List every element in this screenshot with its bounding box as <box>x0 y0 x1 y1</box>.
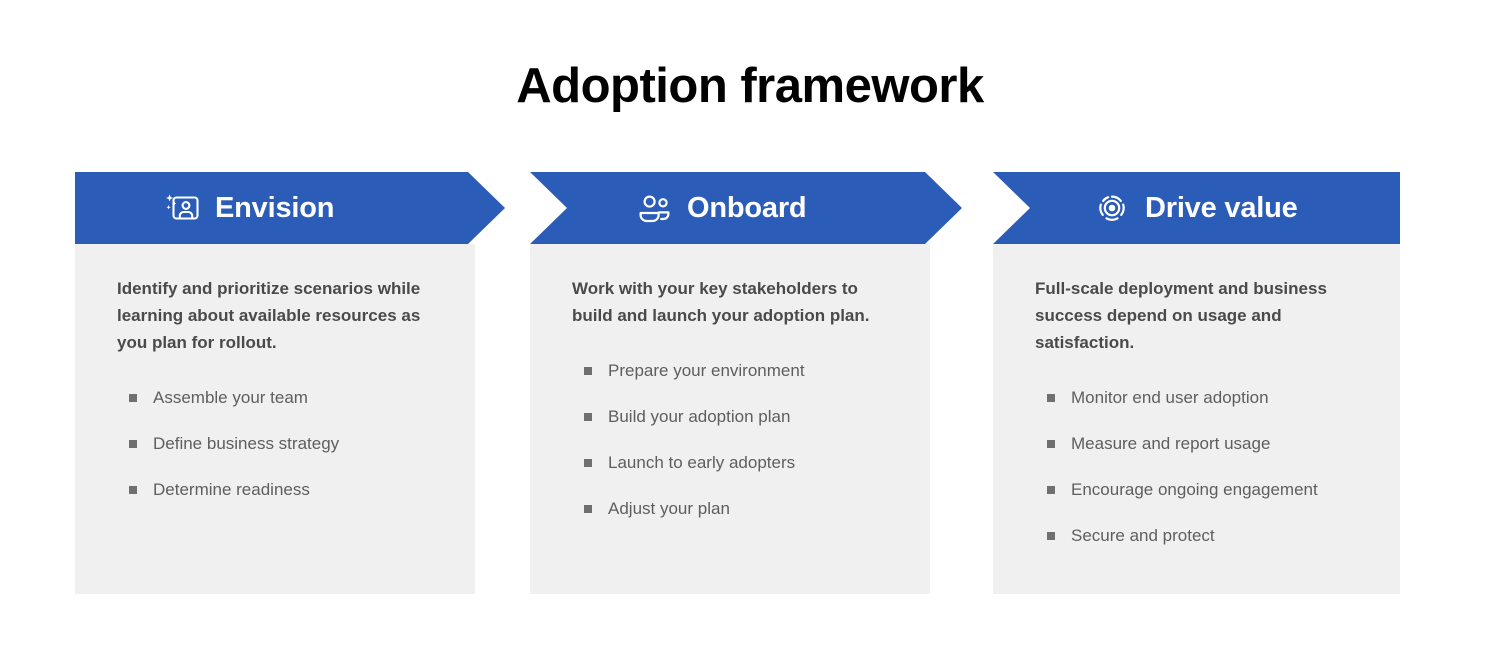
stage-envision-description: Identify and prioritize scenarios while … <box>117 279 421 352</box>
square-bullet-icon <box>1047 486 1055 495</box>
list-item-label: Assemble your team <box>153 387 308 407</box>
list-item: Launch to early adopters <box>572 452 900 473</box>
list-item: Define business strategy <box>117 433 445 454</box>
square-bullet-icon <box>1047 439 1055 448</box>
stage-drive-value-title: Drive value <box>1145 191 1298 224</box>
list-item: Build your adoption plan <box>572 406 900 427</box>
list-item-label: Monitor end user adoption <box>1071 387 1269 407</box>
stage-envision-panel: Identify and prioritize scenarios while … <box>75 244 475 594</box>
square-bullet-icon <box>1047 532 1055 541</box>
stage-drive-value: Drive value Full-scale deployment and bu… <box>993 172 1400 594</box>
stage-drive-value-description: Full-scale deployment and business succe… <box>1035 279 1327 352</box>
stage-drive-value-panel: Full-scale deployment and business succe… <box>993 244 1400 594</box>
drive-value-target-radar-icon <box>1093 189 1131 227</box>
stage-envision: Envision Identify and prioritize scenari… <box>75 172 505 594</box>
square-bullet-icon <box>129 486 137 495</box>
list-item: Assemble your team <box>117 387 445 408</box>
square-bullet-icon <box>584 505 592 514</box>
square-bullet-icon <box>584 366 592 375</box>
stage-envision-bullet-list: Assemble your team Define business strat… <box>117 387 445 501</box>
list-item: Encourage ongoing engagement <box>1035 479 1370 500</box>
stage-onboard: Onboard Work with your key stakeholders … <box>530 172 962 594</box>
square-bullet-icon <box>129 439 137 448</box>
square-bullet-icon <box>584 412 592 421</box>
list-item: Measure and report usage <box>1035 433 1370 454</box>
list-item-label: Determine readiness <box>153 480 310 500</box>
list-item-label: Adjust your plan <box>608 499 730 519</box>
stage-envision-title: Envision <box>215 191 335 224</box>
stage-onboard-title: Onboard <box>687 191 807 224</box>
stage-envision-banner: Envision <box>75 172 505 244</box>
list-item-label: Build your adoption plan <box>608 406 791 426</box>
square-bullet-icon <box>129 393 137 402</box>
stage-drive-value-bullet-list: Monitor end user adoption Measure and re… <box>1035 387 1370 547</box>
square-bullet-icon <box>1047 393 1055 402</box>
stage-onboard-bullet-list: Prepare your environment Build your adop… <box>572 360 900 520</box>
list-item: Secure and protect <box>1035 525 1370 546</box>
adoption-framework-diagram: Envision Identify and prioritize scenari… <box>75 172 1400 594</box>
list-item: Prepare your environment <box>572 360 900 381</box>
stage-onboard-description: Work with your key stakeholders to build… <box>572 279 870 325</box>
page-title: Adoption framework <box>516 59 984 113</box>
stage-onboard-panel: Work with your key stakeholders to build… <box>530 244 930 594</box>
list-item: Determine readiness <box>117 479 445 500</box>
stage-onboard-banner: Onboard <box>530 172 962 244</box>
list-item: Monitor end user adoption <box>1035 387 1370 408</box>
list-item-label: Encourage ongoing engagement <box>1071 480 1318 500</box>
list-item-label: Define business strategy <box>153 433 340 453</box>
list-item-label: Measure and report usage <box>1071 433 1271 453</box>
onboard-people-group-icon <box>635 189 673 227</box>
list-item-label: Prepare your environment <box>608 360 805 380</box>
square-bullet-icon <box>584 459 592 468</box>
stage-drive-value-banner: Drive value <box>993 172 1400 244</box>
list-item-label: Secure and protect <box>1071 526 1215 546</box>
list-item-label: Launch to early adopters <box>608 453 796 473</box>
list-item: Adjust your plan <box>572 498 900 519</box>
envision-person-frame-sparkle-icon <box>163 189 201 227</box>
